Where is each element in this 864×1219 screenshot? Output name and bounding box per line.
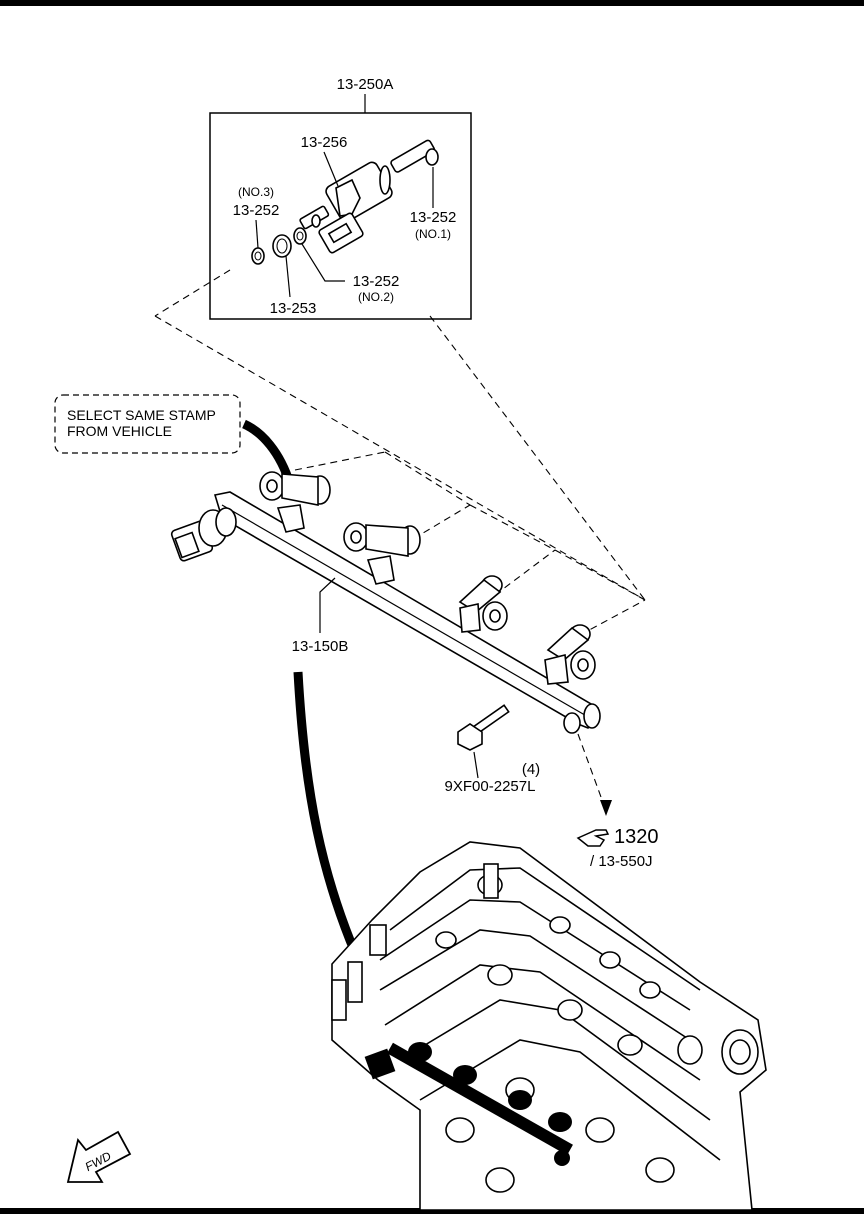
note-box	[54, 394, 241, 454]
seal-no2-leader	[301, 243, 345, 282]
assembly-dashed-outline	[154, 315, 646, 636]
bolt-label[interactable]: 9XF00-2257L	[445, 778, 536, 795]
note-line-2: FROM VEHICLE	[67, 423, 172, 439]
forward-arrow-icon: FWD	[66, 1130, 132, 1183]
seal-no2[interactable]	[293, 227, 307, 245]
injector-kit-label[interactable]: 13-250A	[337, 76, 394, 93]
reference-dashed-leader	[577, 733, 606, 809]
seal-no2-qualifier: (NO.2)	[358, 290, 394, 304]
injector-leader	[323, 151, 339, 187]
bolt[interactable]	[457, 704, 510, 751]
select-stamp-note: SELECT SAME STAMP FROM VEHICLE	[54, 394, 295, 486]
fuel-rail-leader	[319, 577, 336, 633]
reference-arrowhead	[600, 800, 612, 816]
injector-label[interactable]: 13-256	[301, 134, 348, 151]
seal-no3-leader	[255, 219, 259, 249]
injector-kit-box	[209, 112, 472, 320]
washer-label[interactable]: 13-253	[270, 300, 317, 317]
washer[interactable]	[272, 234, 292, 258]
injector-kit-group: 13-250A 13-256 (NO.3) 13-252 13-252 (NO.…	[154, 76, 472, 320]
seal-no2-label[interactable]: 13-252	[353, 273, 400, 290]
pointing-hand-icon	[576, 829, 610, 847]
injector-cup-1[interactable]	[259, 471, 331, 533]
bolt-leader	[473, 751, 479, 779]
seal-no3[interactable]	[251, 247, 265, 265]
note-line-1: SELECT SAME STAMP	[67, 407, 216, 423]
washer-leader	[285, 255, 291, 298]
seal-no3-qualifier: (NO.3)	[238, 185, 274, 199]
fuel-rail[interactable]	[170, 471, 601, 734]
top-border	[0, 0, 864, 6]
reference-part[interactable]: / 13-550J	[590, 853, 653, 870]
installed-fuel-rail	[364, 1042, 573, 1166]
seal-no1-qualifier: (NO.1)	[415, 227, 451, 241]
bottom-border	[0, 1208, 864, 1214]
fuel-rail-label[interactable]: 13-150B	[292, 638, 349, 655]
seal-no3-label[interactable]: 13-252	[233, 202, 280, 219]
injector-cup-2[interactable]	[343, 522, 421, 585]
injector[interactable]	[299, 139, 439, 254]
seal-no1-label[interactable]: 13-252	[410, 209, 457, 226]
injector-cup-3[interactable]	[458, 575, 508, 633]
injector-cup-4[interactable]	[544, 624, 596, 685]
engine-cylinder-head	[331, 841, 767, 1211]
reference-page[interactable]: 1320	[614, 826, 659, 848]
bolt-quantity: (4)	[522, 761, 540, 778]
